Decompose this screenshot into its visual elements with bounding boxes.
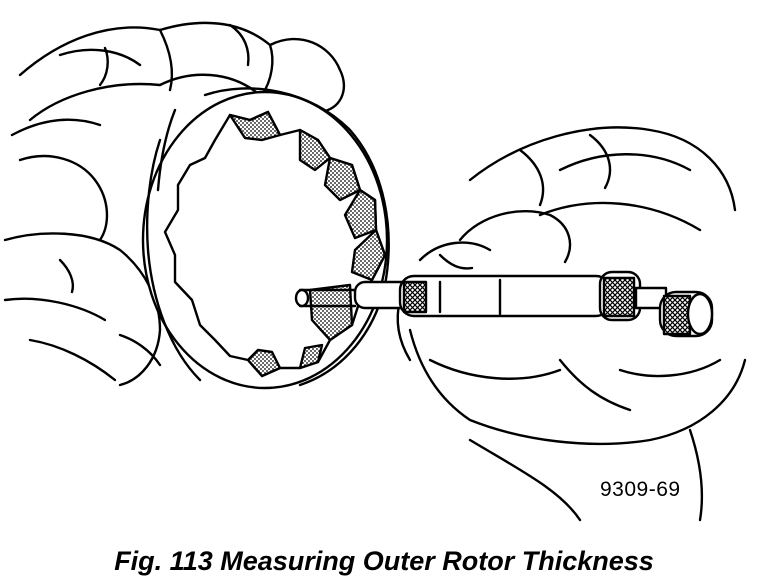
figure-illustration <box>3 21 747 522</box>
right-hand <box>396 126 747 522</box>
micrometer <box>294 270 714 338</box>
figure-caption: Fig. 113 Measuring Outer Rotor Thickness <box>114 546 654 576</box>
outer-rotor <box>141 87 390 390</box>
drawing-code: 9309-69 <box>600 478 681 501</box>
